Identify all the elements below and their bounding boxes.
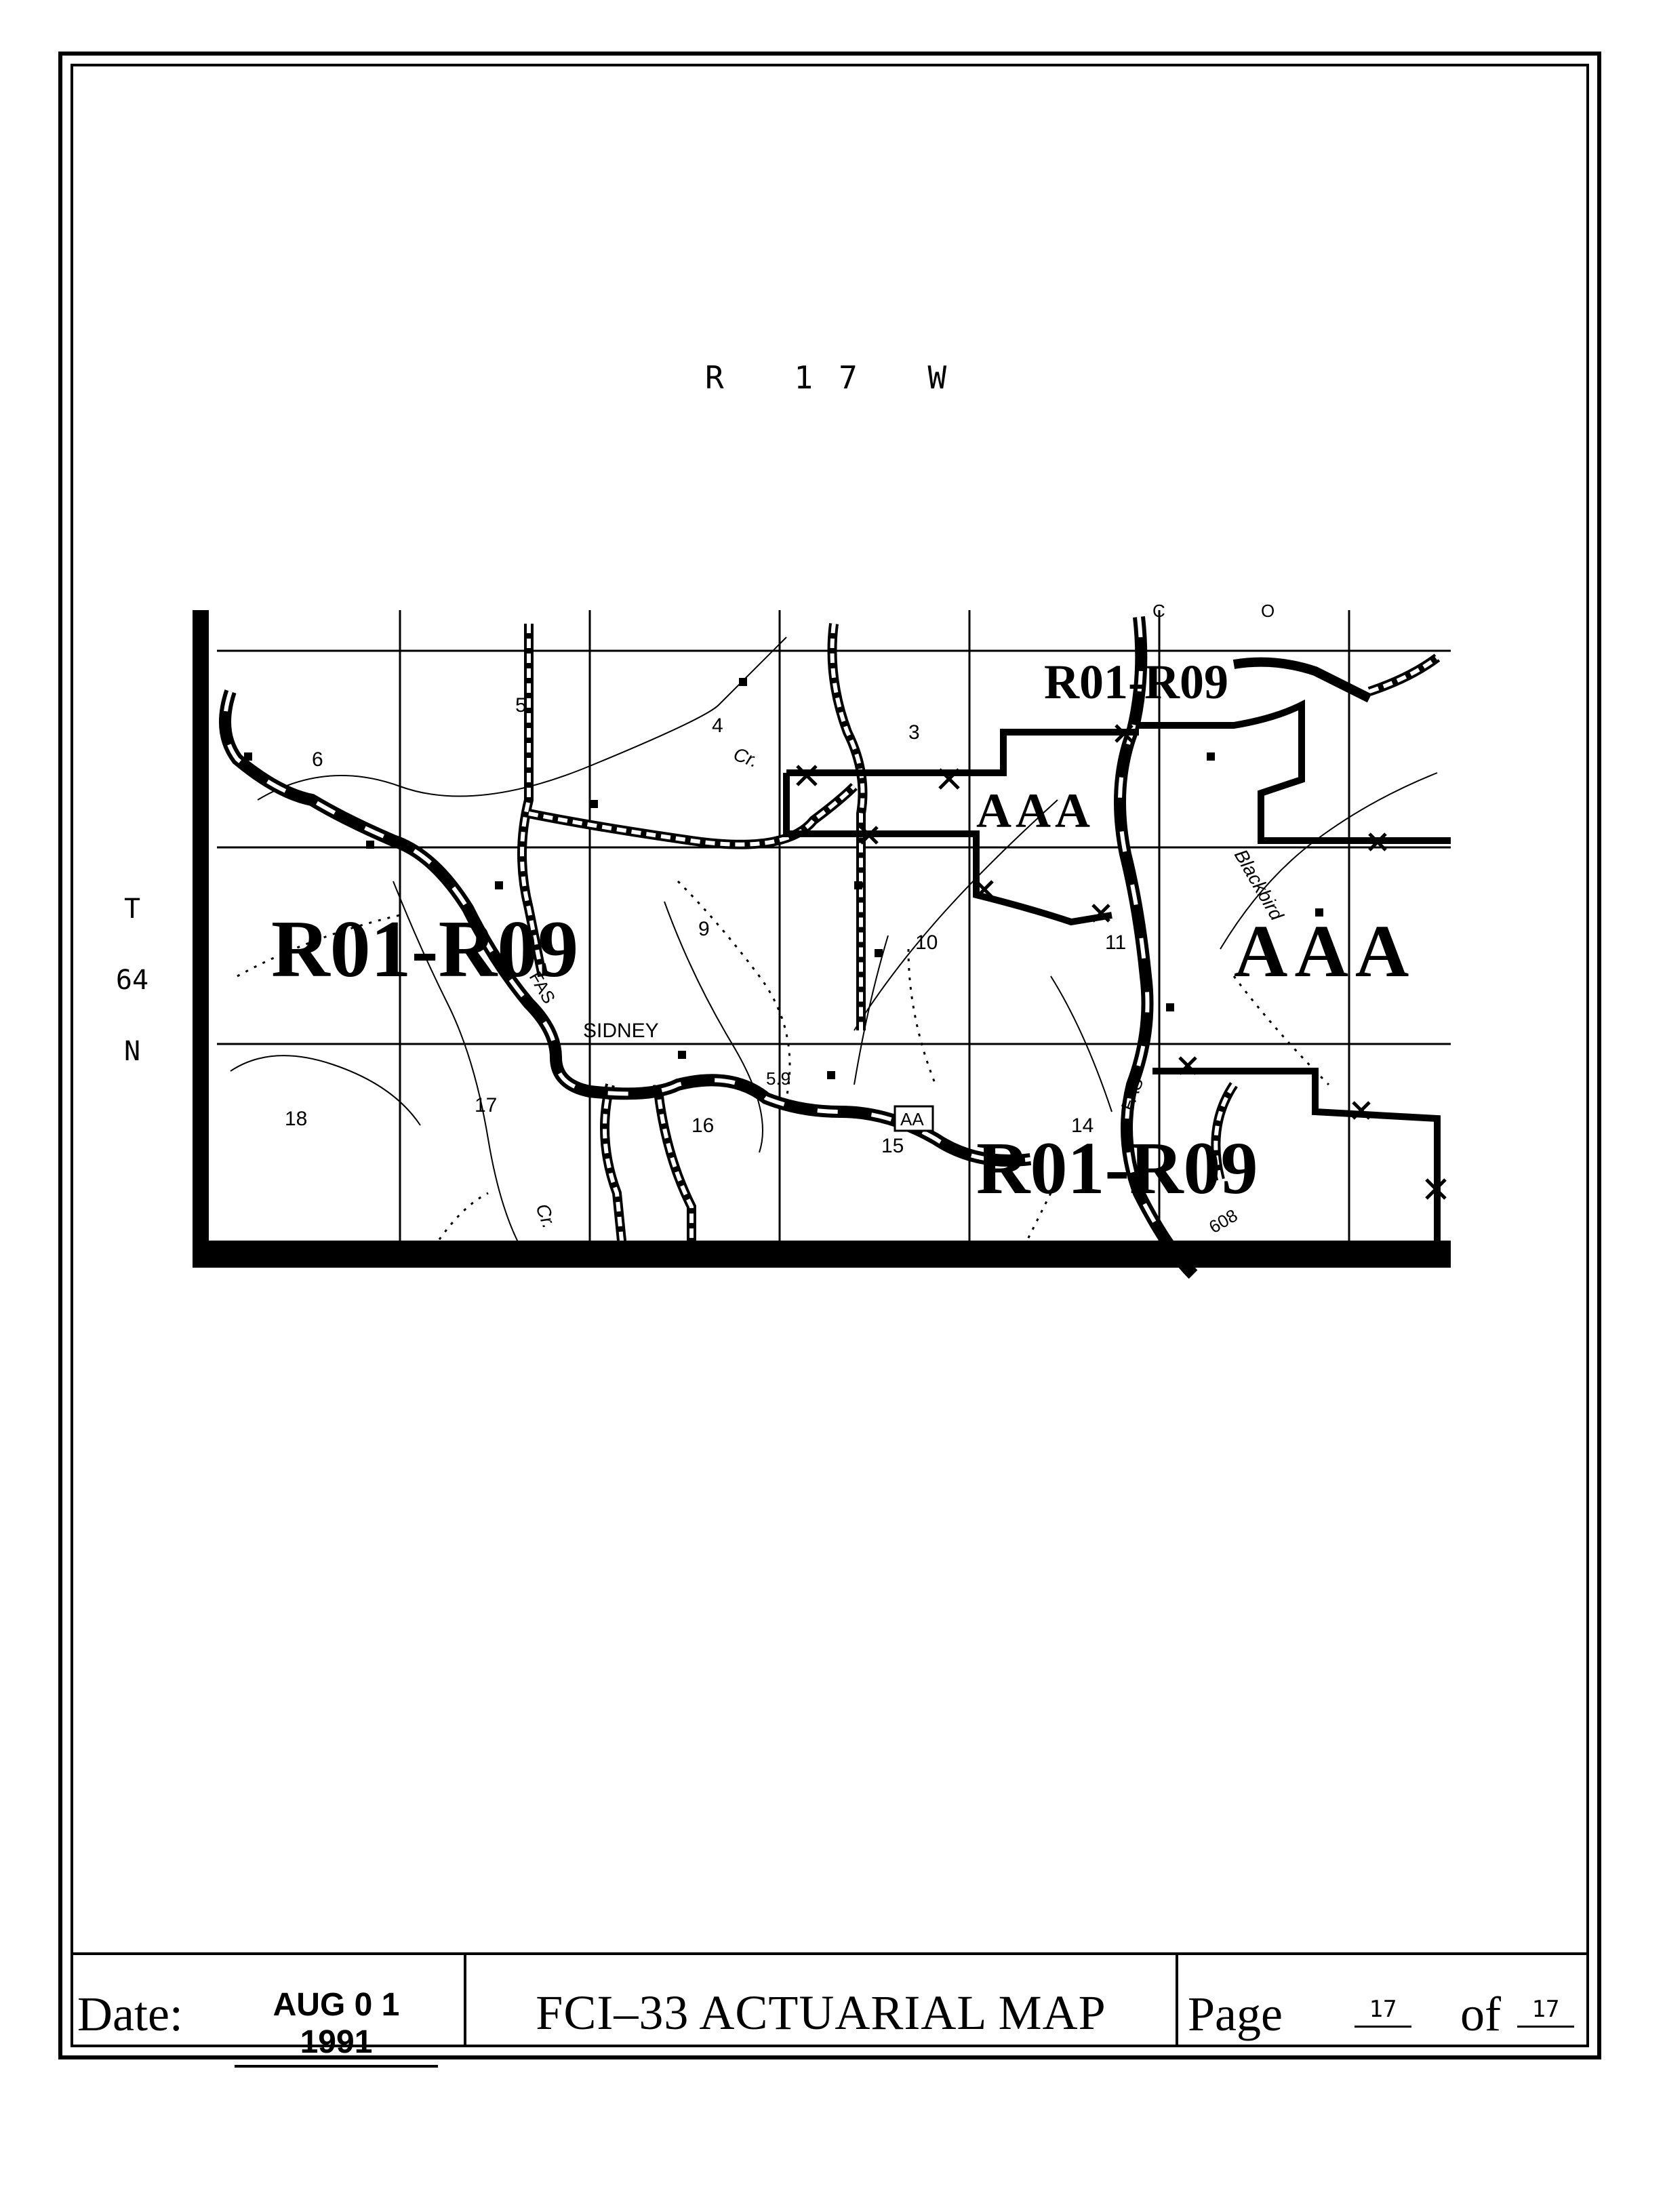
section-number: 18 [285,1108,307,1130]
building-markers [244,678,1323,1079]
road-label: O [1261,601,1275,621]
rate-zone-label: AAA [1234,910,1416,992]
section-number: 17 [475,1094,497,1117]
secondary-roads [517,623,1441,1262]
section-number: 14 [1071,1114,1094,1137]
township-label-n: N [123,1036,141,1067]
page-number: 17 [1355,1996,1411,2028]
date-stamp: AUG 0 1 1991 [235,1986,438,2068]
boundary-x-markers [796,724,1447,1200]
section-number: 16 [691,1114,714,1137]
title-cell: FCI–33 ACTUARIAL MAP [466,1955,1178,2045]
range-label: R 17 W [705,359,973,396]
section-number: 3 [908,721,920,744]
outer-border [58,52,1601,2059]
inner-border [71,64,1589,2047]
rate-zone-label: R01-R09 [976,1127,1258,1209]
date-cell: Date: AUG 0 1 1991 [73,1955,466,2068]
actuarial-map: 6 5 4 3 9 10 11 18 17 16 15 14 FAS FAS 5… [193,601,1451,1279]
rate-zone-label: R01-R09 [1044,655,1228,709]
of-label: of [1460,1987,1501,2041]
rate-zone-label: AAA [976,784,1094,838]
section-numbers: 6 5 4 3 9 10 11 18 17 16 15 14 [285,694,1126,1157]
page-cell: Page 17 of 17 [1178,1955,1586,2045]
section-number: 6 [312,748,323,771]
township-label-number: 64 [115,965,149,996]
stream-label: Cr. [731,744,761,772]
section-number: 4 [712,715,723,737]
road-label: 5.9 [766,1068,790,1089]
section-number: 11 [1105,931,1126,954]
place-name-sidney: SIDNEY [583,1020,659,1042]
road-label: AA [900,1109,924,1129]
page-label: Page [1188,1987,1283,2041]
section-number: 10 [915,931,938,954]
map-left-edge [193,610,209,1261]
stream-label: Cr. [531,1201,560,1231]
township-label-t: T [123,893,141,925]
section-number: 15 [881,1135,904,1157]
road-label: C [1152,601,1165,621]
streams [230,637,1438,1262]
title-block: Date: AUG 0 1 1991 FCI–33 ACTUARIAL MAP … [73,1952,1586,2068]
page-total: 17 [1517,1996,1574,2028]
zone-boundaries [783,699,1451,1247]
map-bottom-edge [193,1241,1451,1268]
road-label: 608 [1205,1205,1241,1238]
rate-zone-labels: R01-R09 R01-R09 R01-R09 AAA AAA [271,655,1416,1209]
date-label: Date: [77,1987,183,2041]
section-number: 5 [515,694,527,717]
map-title: FCI–33 ACTUARIAL MAP [536,1986,1106,2040]
road-shield [894,1105,934,1132]
section-number: 9 [698,918,710,940]
road-label: FAS [1117,1075,1147,1113]
rate-zone-label: R01-R09 [271,904,578,994]
